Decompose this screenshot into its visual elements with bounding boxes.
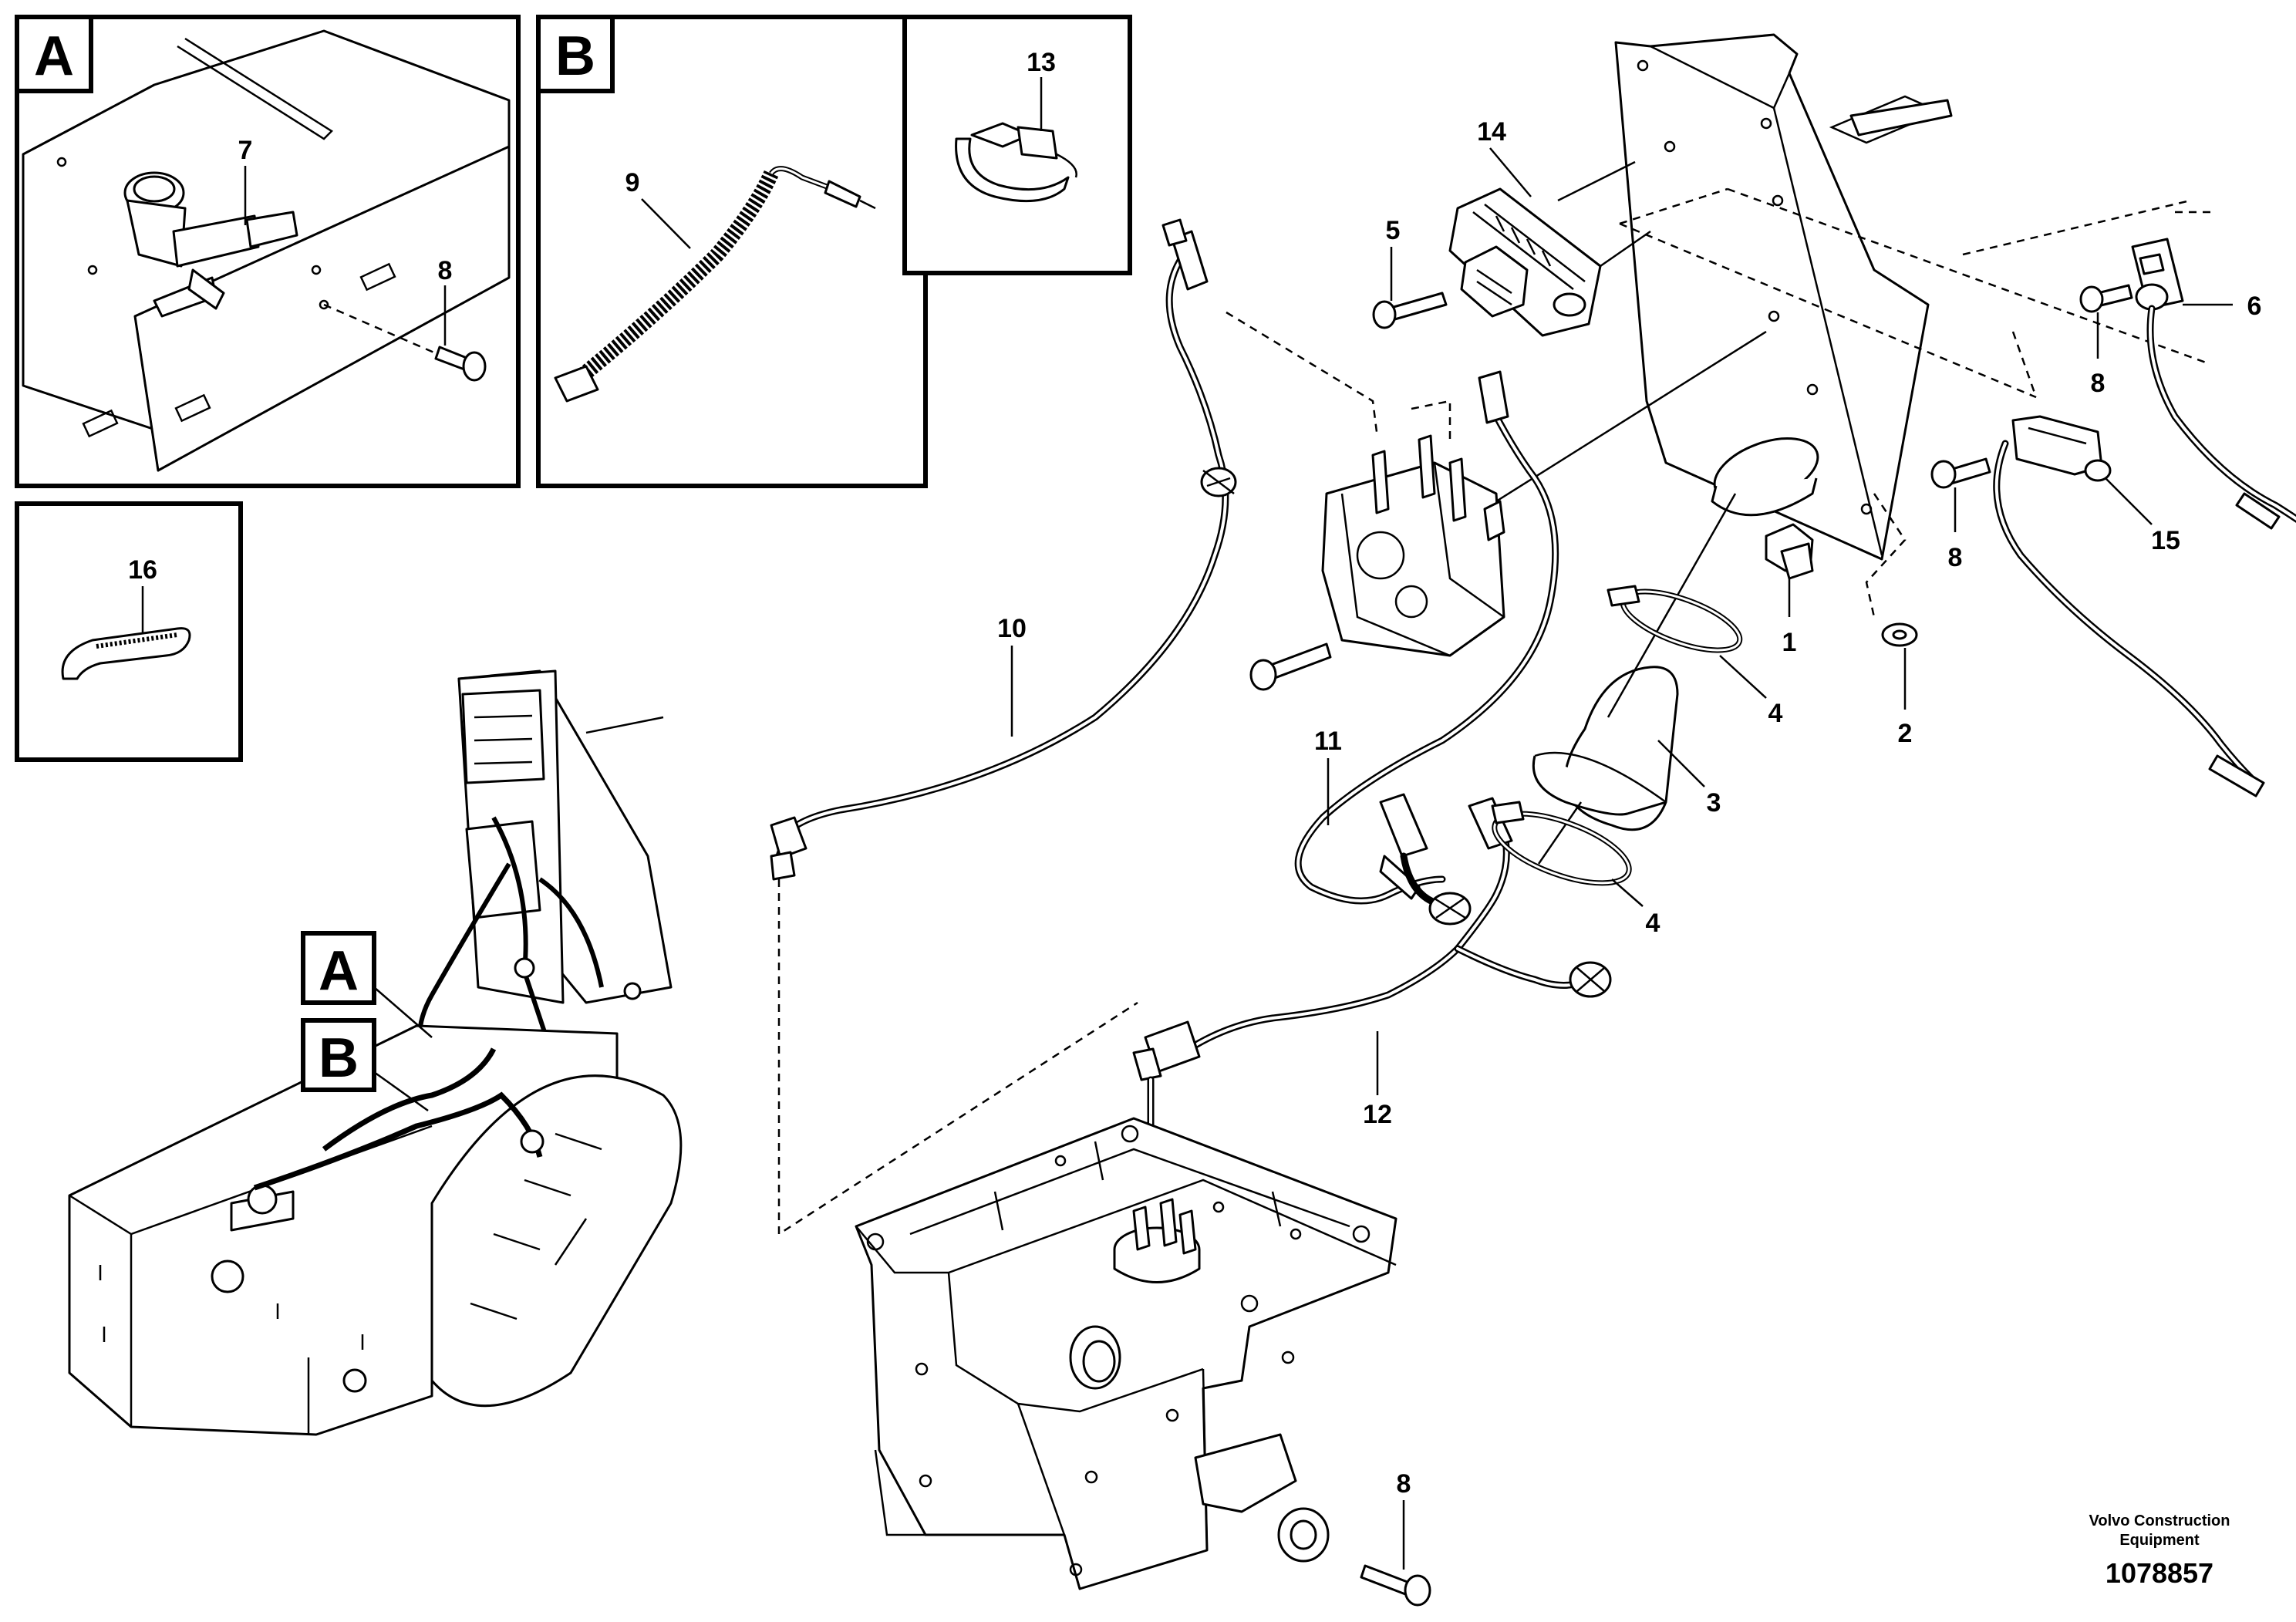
- mounting-bracket: [1614, 33, 1930, 561]
- brand-line-2: Equipment: [2119, 1532, 2200, 1549]
- callout-6: 6: [2247, 292, 2262, 321]
- callout-12: 12: [1363, 1100, 1392, 1129]
- exploded-view: 14 5: [770, 33, 2296, 1607]
- callout-4-upper: 4: [1768, 699, 1783, 728]
- callout-11: 11: [1314, 727, 1342, 756]
- callout-13: 13: [1027, 48, 1056, 77]
- callout-2: 2: [1898, 719, 1913, 748]
- detail-panel-b: B 9: [536, 15, 928, 488]
- callout-14: 14: [1477, 117, 1506, 147]
- callout-7: 7: [238, 136, 253, 165]
- callout-16: 16: [128, 555, 157, 585]
- callout-1: 1: [1782, 628, 1797, 657]
- footer: Volvo Construction Equipment 1078857: [2089, 1512, 2230, 1589]
- callout-8-right-mid: 8: [1948, 543, 1963, 572]
- drawing-number: 1078857: [2106, 1557, 2213, 1589]
- callout-10: 10: [997, 614, 1027, 643]
- overview-callout-a: A: [319, 940, 359, 1002]
- detail-panel-tie: 16: [15, 501, 243, 762]
- callout-8-panel-a: 8: [438, 256, 453, 285]
- callout-5: 5: [1386, 216, 1401, 245]
- machine-overview: A B: [68, 669, 683, 1436]
- callout-9: 9: [625, 168, 640, 197]
- callout-4-lower: 4: [1646, 909, 1660, 938]
- control-unit: [1448, 187, 1602, 337]
- callout-8-right-top: 8: [2091, 369, 2106, 398]
- callout-8-bottom: 8: [1397, 1469, 1411, 1499]
- callout-3: 3: [1707, 788, 1721, 818]
- brand-line-1: Volvo Construction: [2089, 1512, 2230, 1529]
- overview-callout-b: B: [319, 1027, 359, 1089]
- dosing-pump: [1321, 434, 1505, 657]
- callout-15: 15: [2151, 526, 2180, 555]
- detail-panel-b-letter: B: [555, 25, 595, 87]
- detail-panel-a-letter: A: [34, 25, 74, 87]
- tank-assembly: [855, 1117, 1397, 1590]
- detail-panel-clip: 13: [902, 15, 1132, 275]
- detail-panel-a: A 7 8: [15, 15, 521, 488]
